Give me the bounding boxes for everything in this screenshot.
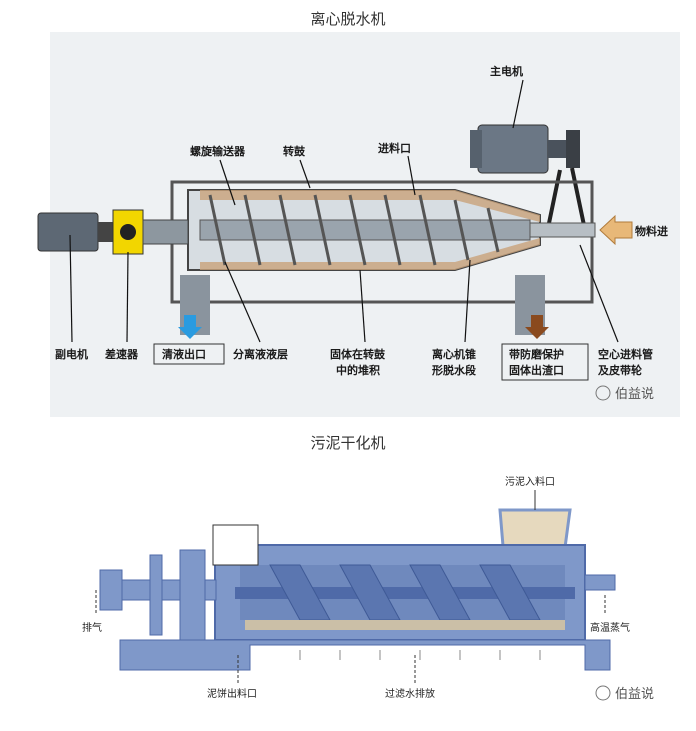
dryer-shaft xyxy=(235,587,575,599)
left-drive xyxy=(99,549,217,641)
dryer-title: 污泥干化机 xyxy=(310,434,386,452)
label-screw-conveyor: 螺旋输送器 xyxy=(190,144,246,158)
main-motor-leader xyxy=(512,79,524,129)
screw-flights xyxy=(208,194,500,266)
centrifuge-diagram: 主电机 螺旋输送器 转鼓 进料口 物料进 副电机 差速器 清液出口 分离液液层 … xyxy=(37,32,680,417)
cake-outlet-box xyxy=(212,524,259,566)
solid-outlet-box xyxy=(501,343,589,381)
main-motor-graphic xyxy=(470,124,580,174)
leader-lines xyxy=(69,155,619,343)
clear-outlet-box xyxy=(153,343,225,365)
label-feed-port: 进料口 xyxy=(378,141,411,155)
label-wear-line1: 带防磨保护 xyxy=(509,347,564,361)
label-hollow-line2: 及皮带轮 xyxy=(598,363,642,377)
clear-outlet-arrow xyxy=(178,315,202,339)
label-sub-motor: 副电机 xyxy=(55,347,88,361)
material-in-arrow xyxy=(599,214,633,246)
sludge-layer xyxy=(245,620,565,630)
label-differential: 差速器 xyxy=(105,347,139,361)
label-cone-line2: 形脱水段 xyxy=(432,363,476,377)
centrifuge-title: 离心脱水机 xyxy=(310,10,386,28)
solid-deposit-bottom xyxy=(200,238,540,270)
filtrate-drops xyxy=(299,650,541,660)
differential-graphic xyxy=(112,209,189,255)
label-cake-out: 泥饼出料口 xyxy=(207,687,257,700)
label-solid-line1: 固体在转鼓 xyxy=(330,347,386,361)
label-drum: 转鼓 xyxy=(283,144,306,158)
label-clear-outlet: 清液出口 xyxy=(162,347,206,361)
label-material-in: 物料进 xyxy=(635,224,668,238)
dryer-base xyxy=(119,639,611,671)
flow-arrows xyxy=(95,590,606,683)
dryer-diagram: 污泥入料口 排气 高温蒸气 泥饼出料口 过滤水排放 伯益说 xyxy=(82,475,654,702)
label-solid-line2: 中的堆积 xyxy=(336,363,380,377)
label-wear-line2: 固体出渣口 xyxy=(509,363,564,377)
svg-text:伯益说: 伯益说 xyxy=(615,387,654,402)
sub-motor-graphic xyxy=(37,212,113,252)
label-main-motor: 主电机 xyxy=(490,64,523,78)
steam-pipe xyxy=(584,574,616,591)
label-sludge-in: 污泥入料口 xyxy=(505,475,555,488)
label-exhaust: 排气 xyxy=(82,621,102,634)
label-cone-line1: 离心机锥 xyxy=(432,347,476,361)
solid-outlet-arrow xyxy=(525,315,549,339)
label-steam: 高温蒸气 xyxy=(590,621,630,634)
label-filtrate: 过滤水排放 xyxy=(385,687,435,700)
belt xyxy=(546,167,587,231)
watermark-bottom: 伯益说 xyxy=(595,685,654,702)
hollow-feed-tube xyxy=(529,222,596,238)
label-sep-layer: 分离液液层 xyxy=(233,347,288,361)
solid-deposit-top xyxy=(200,190,540,222)
dryer-screw-flights xyxy=(269,564,541,621)
label-hollow-line1: 空心进料管 xyxy=(598,347,653,361)
watermark-top: 伯益说 xyxy=(595,385,654,402)
svg-text:伯益说: 伯益说 xyxy=(615,687,654,702)
